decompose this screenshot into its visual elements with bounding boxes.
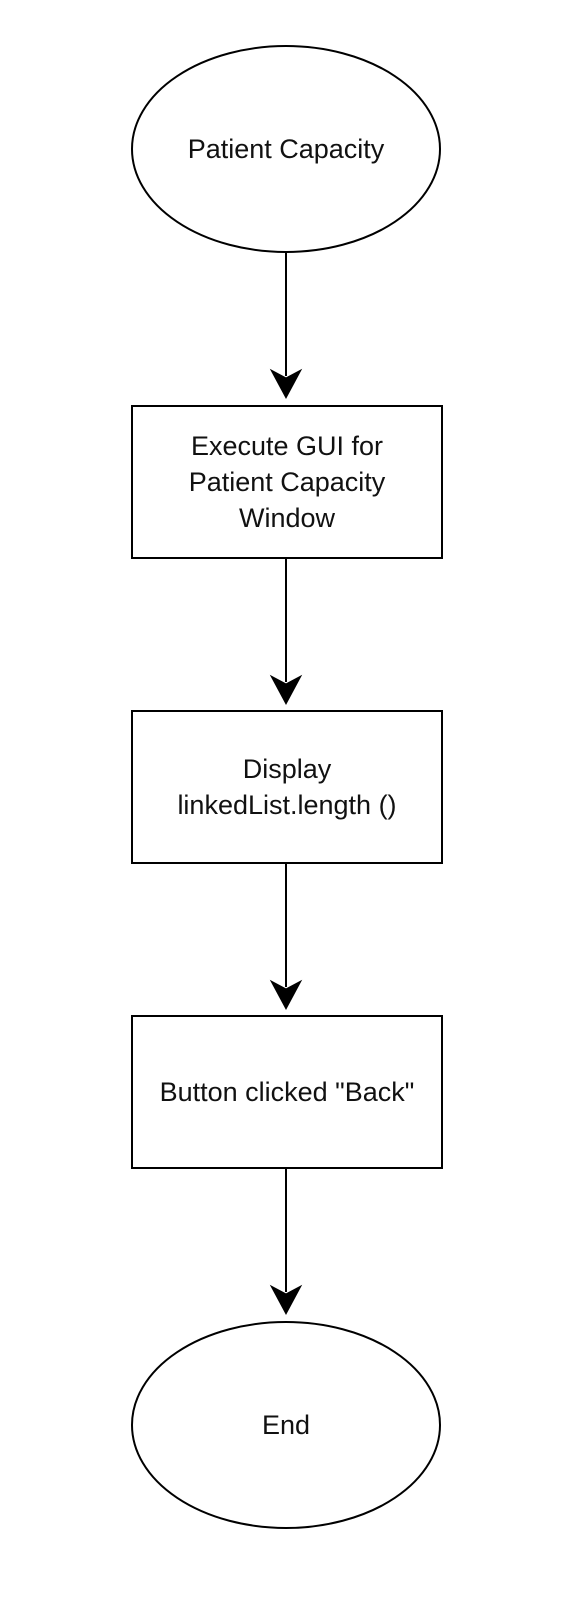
display-length-box: [131, 710, 443, 864]
arrowhead-execute-gui: [269, 368, 303, 400]
arrowhead-end: [269, 1284, 303, 1316]
execute-gui-label: Execute GUI for Patient Capacity Window: [188, 431, 386, 533]
execute-gui-box: [131, 405, 443, 559]
display-length-label: Display linkedList.length (): [177, 754, 397, 820]
button-back-box: [131, 1015, 443, 1169]
end-label: End: [261, 1410, 311, 1440]
start-ellipse: [131, 45, 441, 253]
arrowhead-button-back: [269, 979, 303, 1011]
button-back-label: Button clicked "Back": [159, 1077, 415, 1107]
arrowhead-display: [269, 674, 303, 706]
end-ellipse: [131, 1321, 441, 1529]
start-label: Patient Capacity: [187, 134, 385, 164]
